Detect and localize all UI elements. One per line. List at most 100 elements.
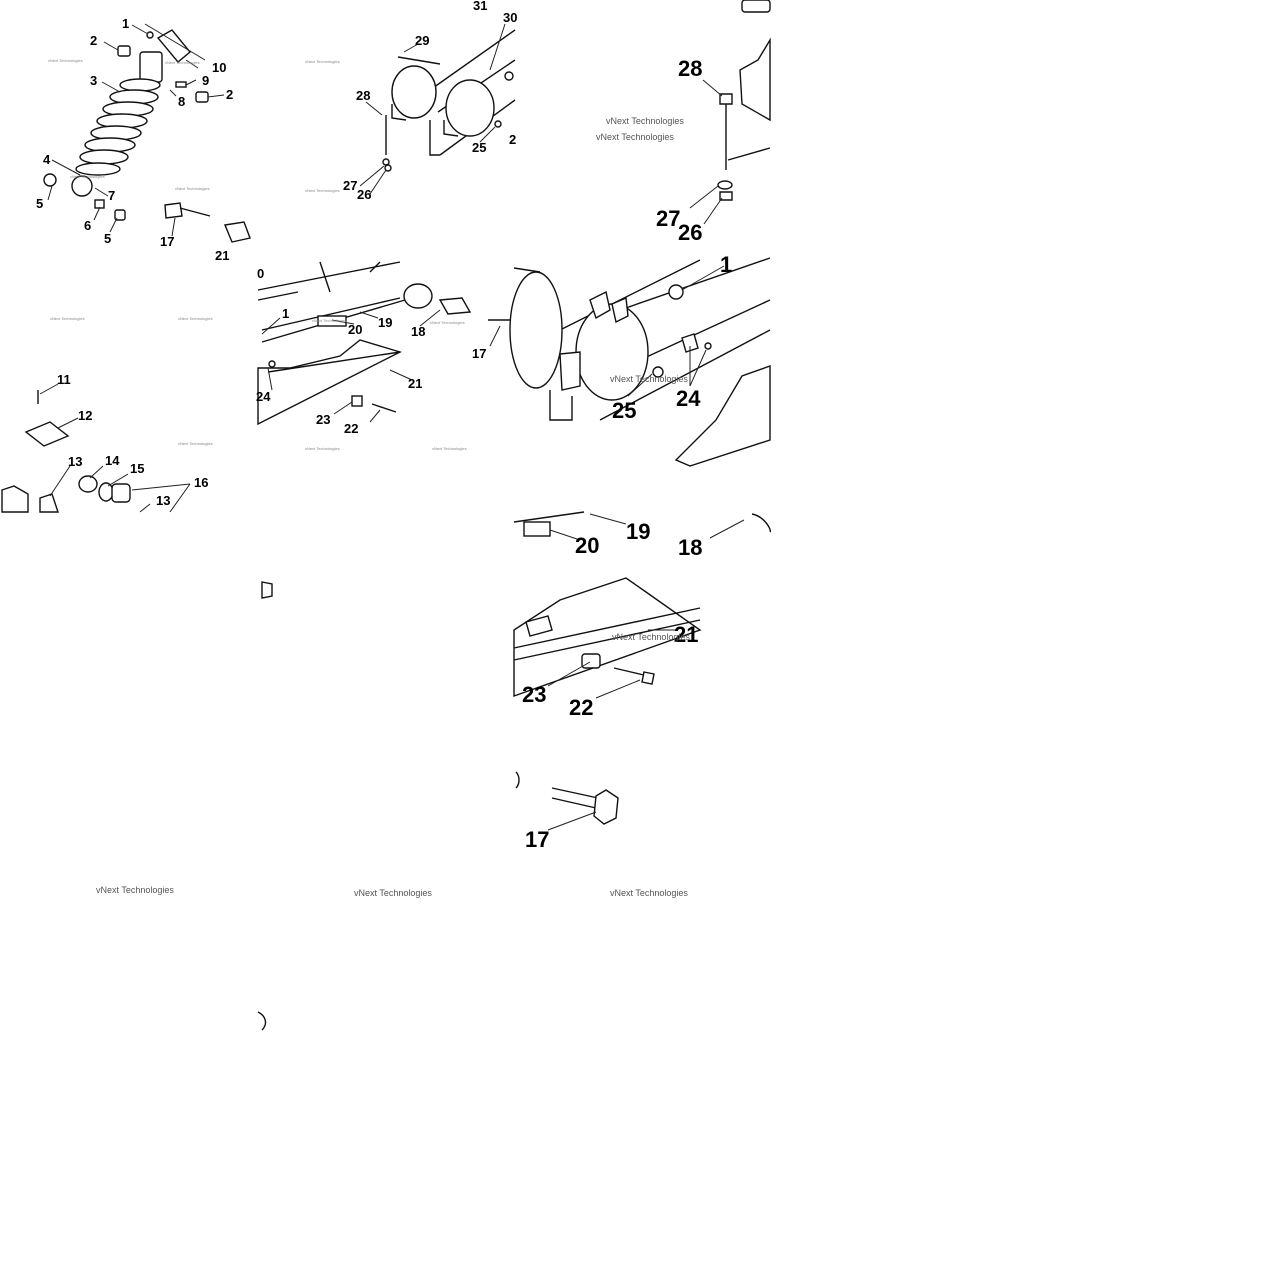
label-1: 1	[122, 16, 129, 31]
label-20-large: 20	[575, 533, 599, 558]
label-1-large: 1	[720, 252, 732, 277]
label-12: 12	[78, 408, 92, 423]
label-9: 9	[202, 73, 209, 88]
spacer-23-zoom	[581, 653, 601, 669]
bushing-18b	[438, 297, 472, 315]
plate-12	[24, 421, 70, 447]
panel-h-leaders	[547, 629, 676, 699]
watermark: vNext Technologies	[96, 885, 174, 895]
frame-zoom	[559, 257, 771, 421]
watermark: vNext Technologies	[354, 888, 432, 898]
label-30: 30	[503, 10, 517, 25]
label-20: 20	[348, 322, 362, 337]
nut-25	[494, 120, 502, 128]
bushing-18-zoom	[751, 513, 771, 533]
clamp-right-zoom	[575, 303, 649, 401]
panel-e-leaders	[261, 309, 501, 423]
panel-i-leader	[547, 811, 597, 831]
label-25: 25	[472, 140, 486, 155]
nut-21	[224, 221, 251, 243]
label-27: 27	[343, 178, 357, 193]
label-28-large: 28	[678, 56, 702, 81]
bushing-18a	[403, 283, 433, 309]
label-21-e: 21	[408, 376, 422, 391]
watermark: vNext Technologies	[432, 446, 467, 451]
nut-1	[146, 31, 154, 39]
bushing-13-left	[1, 485, 29, 513]
washer-15	[98, 482, 114, 502]
washer-24-zoom	[704, 342, 712, 350]
bolt-17-head-zoom	[593, 789, 619, 825]
label-2: 2	[90, 33, 97, 48]
decal-20	[317, 315, 347, 327]
frame-plate	[429, 120, 440, 156]
panel-plate-assembly: 11 12 13 14 15 16 13 vNext Technologies …	[1, 316, 213, 513]
panel-bolt-zoom: 17	[515, 771, 619, 852]
bushing-2b	[195, 91, 209, 103]
watermark: vNext Technologies	[178, 441, 213, 446]
label-29: 29	[415, 33, 429, 48]
watermark: vNext Technologies	[612, 632, 690, 642]
label-24-large: 24	[676, 386, 701, 411]
rail-zoom	[727, 147, 771, 161]
panel-arm-zoom: 20 19 18	[261, 511, 771, 599]
label-28: 28	[356, 88, 370, 103]
curve-fragment	[515, 771, 520, 789]
clamp-right	[445, 79, 495, 137]
curve-fragment-bottom	[257, 1011, 267, 1031]
bushing-16	[111, 483, 131, 503]
bolt-29	[397, 56, 441, 65]
panel-b-leaders	[359, 23, 506, 195]
bolt-22-zoom	[613, 667, 649, 677]
arm-zoom	[513, 511, 585, 523]
label-11: 11	[57, 372, 71, 387]
watermark: vNext Technologies	[178, 316, 213, 321]
label-17-large: 17	[525, 827, 549, 852]
watermark: vNext Technologies	[312, 318, 347, 323]
label-27-large: 27	[656, 206, 680, 231]
panel-d-leaders	[39, 383, 191, 513]
label-13: 13	[68, 454, 82, 469]
watermark: vNext Technologies	[48, 58, 83, 63]
watermark: vNext Technologies	[50, 316, 85, 321]
nut-1-zoom	[668, 284, 684, 300]
label-5b: 5	[104, 231, 111, 246]
bracket-leader	[144, 23, 206, 61]
panel-clamp-bolt-zoom: 28 27 26 vNext Technologies vNext Techno…	[596, 0, 771, 245]
watermark: vNext Technologies	[305, 188, 340, 193]
pin-9	[175, 81, 187, 88]
panel-c-leaders	[689, 79, 723, 225]
label-2-cut: 2	[509, 132, 516, 147]
label-0: 0	[257, 266, 264, 281]
label-1-e: 1	[282, 306, 289, 321]
label-26-large: 26	[678, 220, 702, 245]
label-14: 14	[105, 453, 120, 468]
label-21: 21	[215, 248, 229, 263]
clamp-left	[391, 65, 437, 119]
bolt-17-head	[164, 202, 183, 219]
label-17: 17	[160, 234, 174, 249]
nut-14	[78, 475, 98, 493]
bolt-22-head	[641, 671, 655, 685]
spacer-23	[351, 395, 363, 407]
shock-eye-bottom	[71, 175, 93, 197]
watermark: vNext Technologies	[70, 174, 105, 179]
label-18: 18	[411, 324, 425, 339]
label-22-large: 22	[569, 695, 593, 720]
arm-19	[257, 261, 406, 343]
rail-21-ribs	[513, 607, 701, 661]
panel-a-leaders	[47, 24, 225, 237]
label-17-e: 17	[472, 346, 486, 361]
label-2b: 2	[226, 87, 233, 102]
bolt-28-head	[719, 93, 733, 105]
label-21-large: 21	[674, 622, 698, 647]
bushing-2a	[117, 45, 131, 57]
shock-spring	[75, 78, 161, 176]
bushing-5b	[114, 209, 126, 221]
bushing-5a	[43, 173, 57, 187]
panel-clamp-zoom: 1 24 25 vNext Technologies	[509, 252, 771, 467]
label-4: 4	[43, 152, 51, 167]
label-18-large: 18	[678, 535, 702, 560]
label-10: 10	[212, 60, 226, 75]
